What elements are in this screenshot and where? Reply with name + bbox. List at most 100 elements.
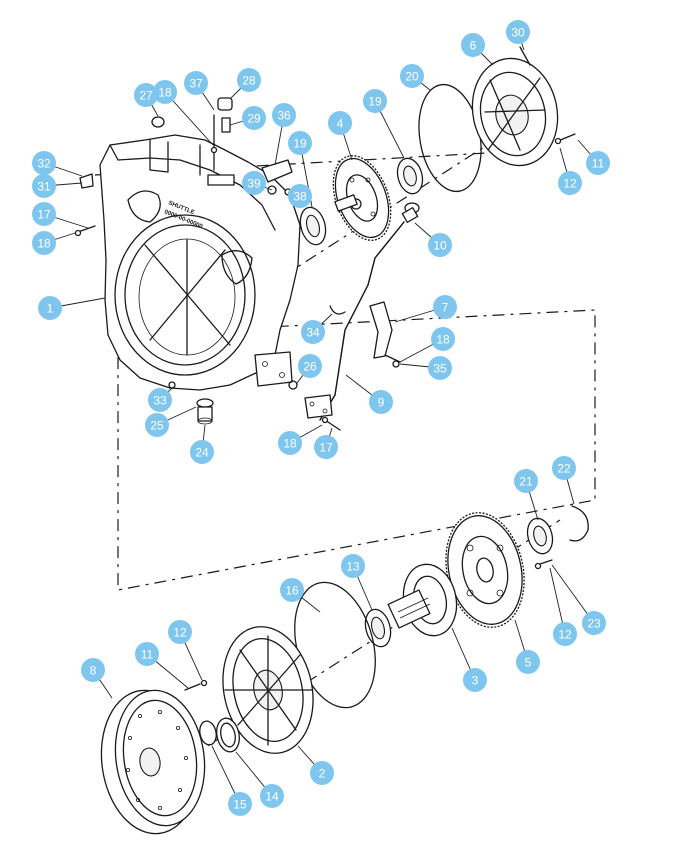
housing-side-bolts [74, 225, 96, 237]
callout-7: 7 [433, 295, 457, 319]
callout-18a: 18 [32, 231, 56, 255]
callout-number: 36 [277, 109, 291, 123]
main-housing: SHUTTLE 0000-00-00000 [99, 134, 301, 391]
callout-bubble [148, 388, 172, 412]
callout-31: 31 [32, 174, 56, 198]
callout-16: 16 [280, 578, 304, 602]
callout-number: 10 [433, 239, 447, 253]
callout-18d: 18 [278, 431, 302, 455]
callout-bubble [242, 106, 266, 130]
callout-number: 6 [470, 39, 477, 53]
callout-bubble [301, 320, 325, 344]
callout-27: 27 [134, 83, 158, 107]
callout-number: 38 [293, 190, 307, 204]
callout-bubble [369, 390, 393, 414]
callout-bubble [310, 761, 334, 785]
callout-number: 12 [173, 626, 187, 640]
callout-10: 10 [428, 233, 452, 257]
callout-number: 5 [525, 656, 532, 670]
callout-bubble [433, 295, 457, 319]
callout-18b: 18 [153, 80, 177, 104]
callout-number: 32 [37, 157, 51, 171]
callout-bubble [553, 622, 577, 646]
callout-8: 8 [81, 658, 105, 682]
callout-18c: 18 [431, 327, 455, 351]
callout-bubble [461, 33, 485, 57]
callout-bubble [32, 151, 56, 175]
callout-number: 2 [319, 767, 326, 781]
callout-number: 28 [242, 74, 256, 88]
front-cover-part-2 [222, 626, 314, 754]
callout-bubble [278, 431, 302, 455]
callout-bubble [586, 151, 610, 175]
callout-25: 25 [145, 413, 169, 437]
callout-number: 11 [592, 157, 605, 171]
bearing-19-left [299, 206, 327, 246]
callout-bubble [428, 233, 452, 257]
callout-number: 27 [139, 89, 153, 103]
callout-33: 33 [148, 388, 172, 412]
callout-26: 26 [298, 354, 322, 378]
callout-number: 29 [247, 112, 261, 126]
callout-number: 20 [405, 70, 419, 84]
callout-number: 12 [558, 628, 572, 642]
callout-19b: 19 [363, 89, 387, 113]
seal-14 [216, 717, 240, 753]
callout-number: 1 [47, 302, 54, 316]
callout-number: 18 [283, 437, 297, 451]
lower-gear-part-5 [445, 512, 525, 628]
callout-34: 34 [301, 320, 325, 344]
rear-cover-part-6 [471, 57, 559, 167]
bolt-11-12-lower [184, 679, 208, 691]
callout-bubble [134, 83, 158, 107]
callout-32: 32 [32, 151, 56, 175]
callout-bubble [298, 354, 322, 378]
callout-bubble [506, 20, 530, 44]
housing-top-fittings [79, 97, 293, 196]
callout-bubble [552, 456, 576, 480]
callout-bubble [145, 413, 169, 437]
snap-ring-22 [569, 505, 589, 542]
callout-number: 34 [306, 326, 320, 340]
callout-bubble [463, 668, 487, 692]
callout-12b: 12 [168, 620, 192, 644]
callout-bubble [228, 792, 252, 816]
callout-5: 5 [516, 650, 540, 674]
callout-bubble [242, 171, 266, 195]
callout-28: 28 [237, 68, 261, 92]
cover-bolt-11-12 [554, 133, 576, 145]
callout-bubble [400, 64, 424, 88]
callout-number: 31 [37, 180, 51, 194]
callout-number: 35 [433, 362, 447, 376]
bolt-17-18-lower [321, 416, 341, 431]
callout-17a: 17 [32, 202, 56, 226]
callout-number: 16 [285, 584, 299, 598]
callout-3: 3 [463, 668, 487, 692]
callout-22: 22 [552, 456, 576, 480]
callout-30: 30 [506, 20, 530, 44]
callout-number: 37 [189, 77, 203, 91]
callout-21: 21 [514, 469, 538, 493]
callout-36: 36 [272, 103, 296, 127]
callout-number: 23 [587, 617, 601, 631]
callout-number: 11 [141, 648, 154, 662]
callout-number: 19 [293, 137, 307, 151]
callout-number: 18 [37, 237, 51, 251]
callout-number: 24 [195, 446, 209, 460]
callout-4: 4 [328, 111, 352, 135]
callout-number: 21 [519, 475, 533, 489]
callout-number: 17 [319, 441, 333, 455]
callout-12a: 12 [558, 171, 582, 195]
callout-bubble [190, 440, 214, 464]
callout-number: 22 [557, 462, 571, 476]
callout-1: 1 [38, 296, 62, 320]
callout-number: 18 [436, 333, 450, 347]
callout-bubble [237, 68, 261, 92]
flywheel-part-8 [100, 689, 206, 835]
callout-23: 23 [582, 611, 606, 635]
callout-number: 33 [153, 394, 167, 408]
upper-gear-part-4 [332, 155, 392, 241]
